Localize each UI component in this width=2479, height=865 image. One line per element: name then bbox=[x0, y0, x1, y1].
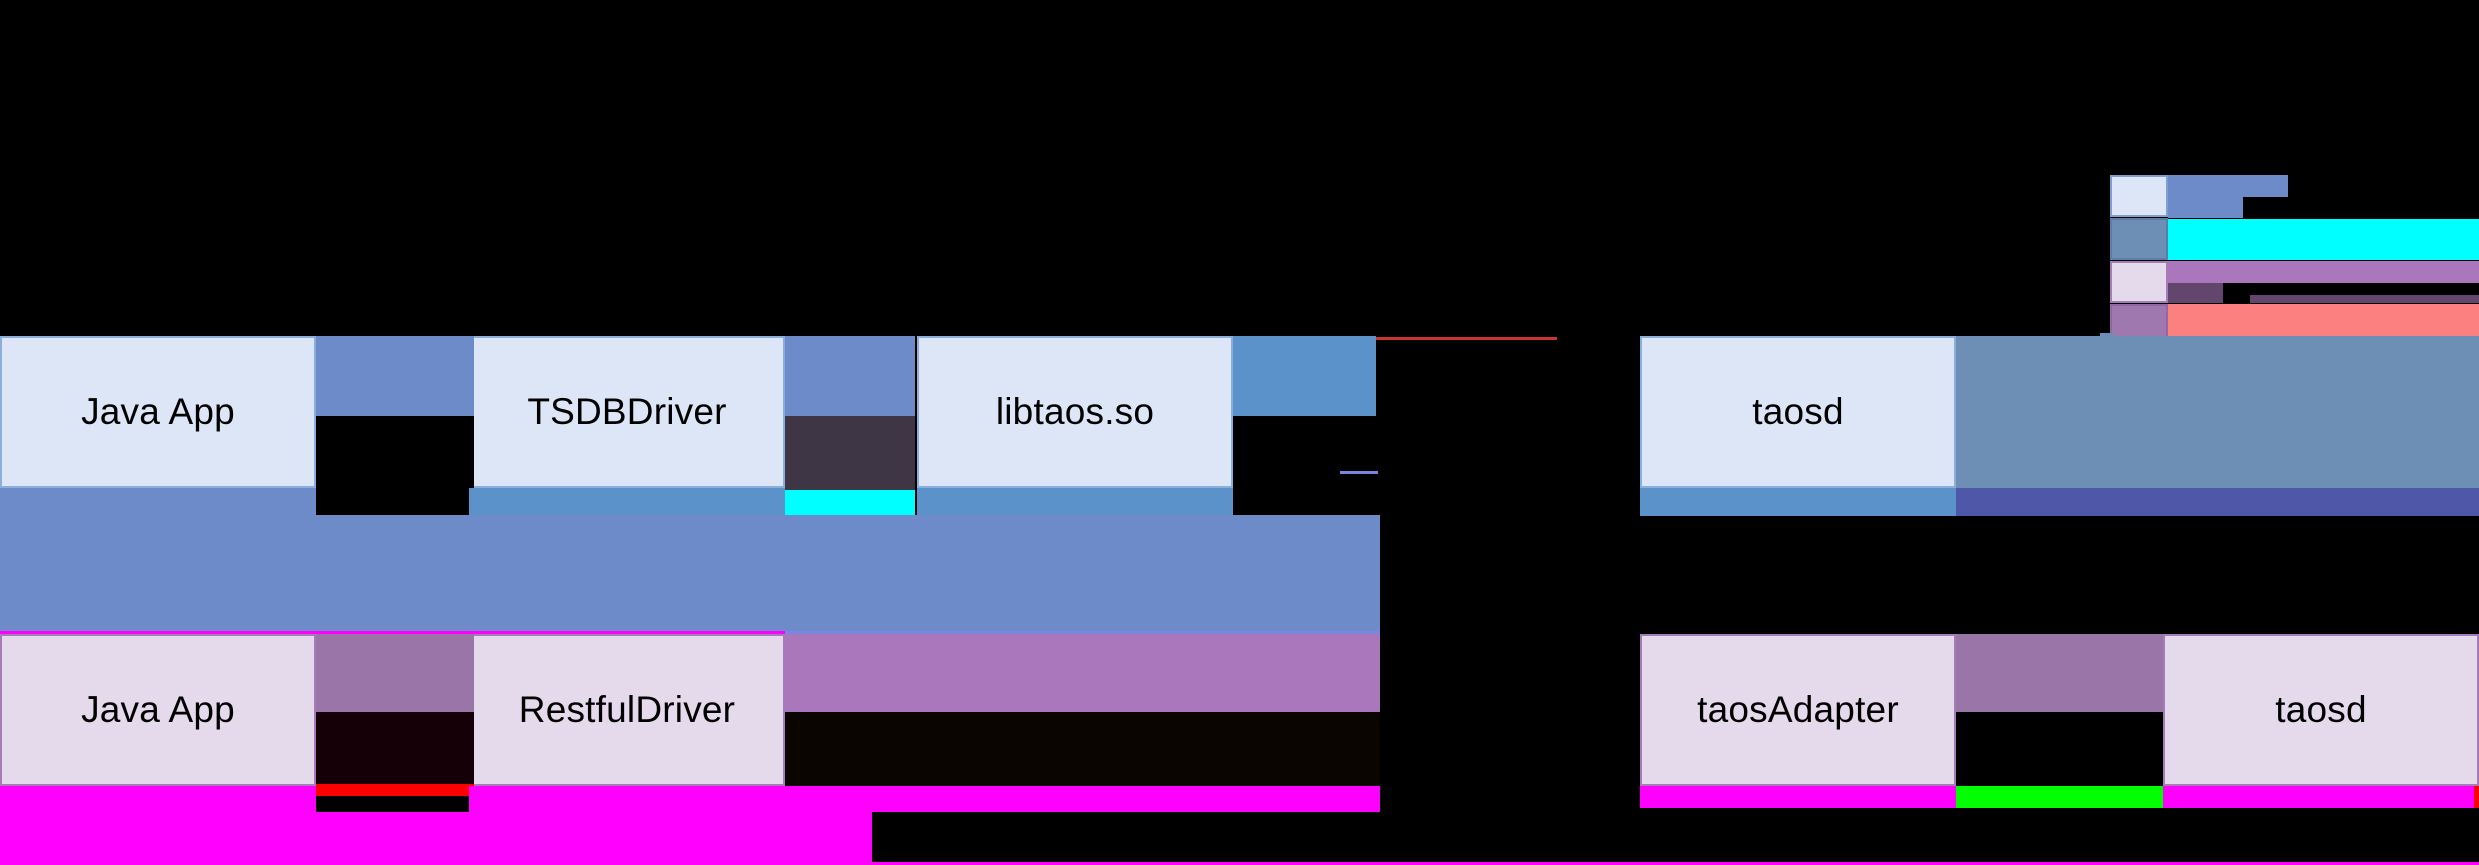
node-taosd-native[interactable]: taosd bbox=[1640, 336, 1956, 488]
baseline-magenta bbox=[0, 812, 872, 865]
node-java-app-rest[interactable]: Java App bbox=[0, 634, 316, 786]
legend-text-redaction-2 bbox=[2243, 197, 2479, 218]
node-libtaos-so[interactable]: libtaos.so bbox=[917, 336, 1233, 488]
row1-overlay-block-d bbox=[1233, 336, 1376, 416]
node-java-app-native[interactable]: Java App bbox=[0, 336, 316, 488]
row2-overlay-block-c bbox=[1956, 634, 2163, 712]
row2-strip-green bbox=[1956, 786, 2163, 808]
row1-overlay-block-e bbox=[1956, 336, 2479, 488]
row2-overlay-block-a bbox=[316, 634, 474, 712]
row2-accent-red bbox=[316, 784, 474, 796]
node-label: taosd bbox=[2275, 688, 2367, 730]
row1-strip-1 bbox=[0, 488, 316, 516]
legend-overlay-blue bbox=[2168, 175, 2288, 197]
arrowhead-restfuldriver-to-taosadapter bbox=[1618, 702, 1638, 730]
legend-overlay-cyan bbox=[2168, 219, 2479, 260]
middle-band-magenta-edge bbox=[0, 631, 1380, 634]
node-restfuldriver[interactable]: RestfulDriver bbox=[469, 634, 785, 786]
row2-strip-magenta-4 bbox=[2163, 786, 2476, 808]
node-label: taosAdapter bbox=[1697, 688, 1899, 730]
row1-underline-taosd bbox=[1640, 488, 1956, 516]
row2-strip-magenta-2 bbox=[469, 786, 1380, 812]
row2-strip-magenta-3 bbox=[1640, 786, 1956, 808]
legend-row-3 bbox=[2110, 261, 2182, 303]
row1-strip-2 bbox=[469, 488, 785, 516]
legend-overlay-blue-2 bbox=[2168, 197, 2243, 218]
legend-row-2 bbox=[2110, 218, 2182, 260]
row2-redaction-a bbox=[316, 712, 474, 786]
legend-overlay-purple bbox=[2168, 261, 2479, 283]
node-label: taosd bbox=[1752, 390, 1844, 432]
row1-overlay-block-c bbox=[785, 416, 915, 490]
node-label: Java App bbox=[81, 688, 235, 730]
row1-strip-3 bbox=[917, 488, 1233, 516]
baseline-magenta-right bbox=[872, 862, 2479, 865]
row1-overlay-block-f bbox=[1956, 488, 2479, 516]
arrowhead-libtaos-to-taosd bbox=[1620, 406, 1640, 434]
legend-overlay-darkpurple bbox=[2168, 283, 2223, 303]
legend-text-redaction-1 bbox=[2302, 175, 2479, 197]
legend-row-1 bbox=[2110, 175, 2182, 217]
node-label: Java App bbox=[81, 390, 235, 432]
row2-strip-magenta-1 bbox=[0, 786, 316, 812]
row2-redaction-c bbox=[1956, 712, 2163, 786]
row1-accent-cyan bbox=[785, 490, 915, 516]
row1-overlay-block-b bbox=[785, 336, 915, 416]
row2-redaction-b bbox=[785, 712, 1380, 786]
legend-swatch-native-app bbox=[2110, 175, 2168, 217]
legend-swatch-rest-app bbox=[2110, 261, 2168, 303]
legend bbox=[2110, 175, 2479, 346]
middle-band bbox=[0, 515, 1380, 633]
node-taosadapter[interactable]: taosAdapter bbox=[1640, 634, 1956, 786]
legend-overlay-darkpurple-2 bbox=[2250, 295, 2479, 303]
middle-band-thinline bbox=[785, 631, 1380, 634]
row1-redaction-b bbox=[1233, 416, 1376, 516]
node-taosd-rest[interactable]: taosd bbox=[2163, 634, 2479, 786]
row1-red-divider bbox=[1376, 337, 1557, 340]
legend-text-redaction-3 bbox=[2223, 283, 2479, 295]
row1-overlay-block-a bbox=[316, 336, 474, 416]
node-label: libtaos.so bbox=[995, 390, 1155, 432]
connector-libtaos-to-taosd bbox=[1235, 416, 1635, 423]
row2-overlay-block-b bbox=[785, 634, 1380, 712]
row1-thin-divider bbox=[1340, 471, 1378, 474]
row2-strip-red-edge bbox=[2474, 786, 2479, 808]
legend-swatch-native-server bbox=[2110, 218, 2168, 260]
node-label: TSDBDriver bbox=[527, 390, 727, 432]
row1-redaction-a bbox=[316, 416, 474, 506]
node-label: RestfulDriver bbox=[518, 688, 736, 730]
node-tsdbdriver[interactable]: TSDBDriver bbox=[469, 336, 785, 488]
